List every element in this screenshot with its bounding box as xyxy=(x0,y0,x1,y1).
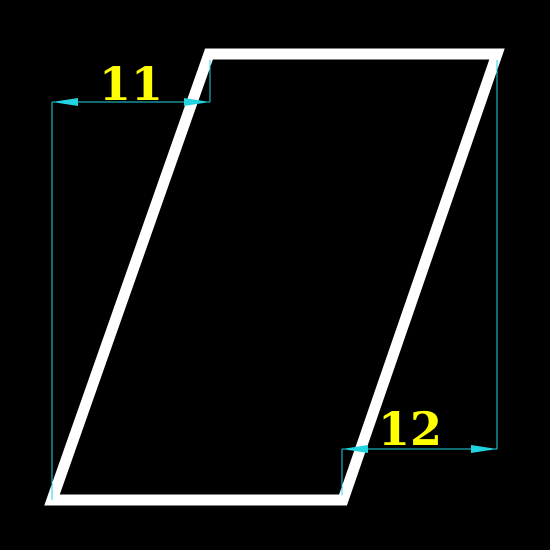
dimension-label-12: 12 xyxy=(378,402,442,456)
parallelogram-shape xyxy=(44,48,505,506)
dimension-11 xyxy=(51,60,211,500)
dimension-label-11: 11 xyxy=(99,57,163,111)
arrowhead-11-left xyxy=(52,98,78,106)
arrowhead-12-right xyxy=(471,445,497,453)
arrowhead-11-right xyxy=(184,98,210,106)
arrowhead-12-left xyxy=(342,445,368,453)
